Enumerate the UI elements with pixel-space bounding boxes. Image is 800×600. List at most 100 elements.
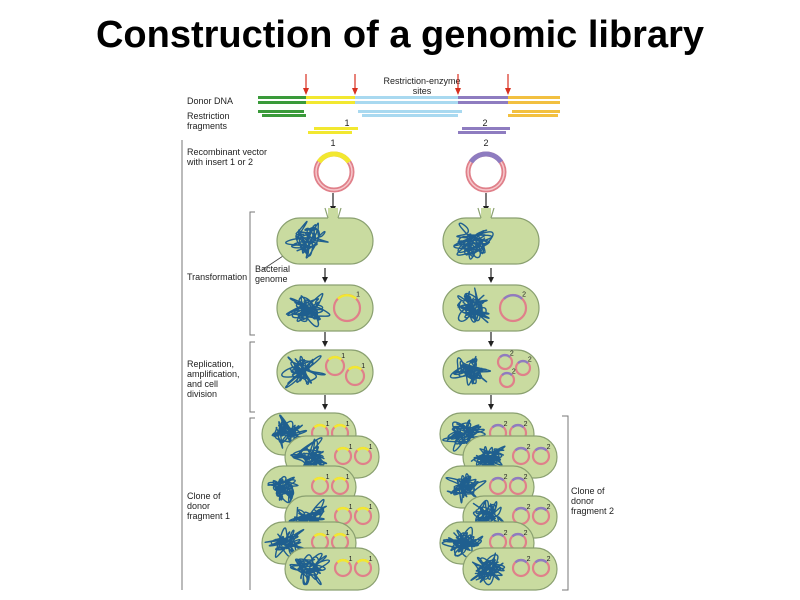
clone-cell-2-2-plasmid-1-label: 2 [524, 474, 528, 481]
cut-arrow-head-1 [352, 88, 358, 95]
clone-cell-2-1-genome [471, 445, 506, 472]
clone-cell-2-3-plasmid-0-label: 2 [527, 504, 531, 511]
fragment-strand-4 [358, 110, 462, 113]
clone-cell-1-5-genome [289, 552, 331, 586]
clone-cell-1-0-plasmid-0-label: 1 [326, 421, 330, 428]
fragment-number-2: 2 [482, 118, 487, 128]
clone-cell-1-2-genome [267, 476, 299, 504]
dna-top-strand-1 [306, 96, 355, 99]
clone-cell-2-1-plasmid-1-label: 2 [547, 444, 551, 451]
fragment-strand-8 [512, 110, 560, 113]
transform-cell-2-inlet [481, 208, 491, 222]
replicated-cell-1-genome [281, 355, 326, 389]
replicated-cell-1-plasmid-0-label: 1 [341, 353, 345, 360]
clone-cell-2-1-plasmid-1-insert [534, 446, 548, 452]
replicated-cell-1-plasmid-0-insert [327, 355, 343, 361]
recombinant-vector-label-1: Recombinant vector [187, 147, 267, 157]
dna-top-strand-2 [355, 96, 458, 99]
cell-with-plasmid-2: 2 [442, 284, 540, 332]
clone-cell-1-1-plasmid-1-label: 1 [369, 444, 373, 451]
clone1-label-2: donor [187, 501, 210, 511]
cell-with-plasmid-2-genome [457, 287, 490, 324]
clone-cell-1-0-plasmid-1-label: 1 [346, 421, 350, 428]
fragment-strand-5 [362, 114, 458, 117]
vector-1 [313, 151, 355, 193]
cell-with-plasmid-1-plasmid-0-label: 1 [356, 291, 360, 298]
transform-cell-2 [442, 207, 540, 265]
fragment-strand-2 [314, 127, 358, 130]
clone-cell-2-5-genome [470, 552, 506, 586]
vector-2 [465, 151, 507, 193]
clone-cell-1-5-plasmid-1-insert [356, 558, 370, 564]
fragment-strand-3 [308, 131, 352, 134]
clone-cell-1-2-plasmid-1-label: 1 [346, 474, 350, 481]
replicated-cell-2-plasmid-2-label: 2 [512, 369, 516, 376]
clone-cell-2-5-plasmid-1-insert [534, 558, 548, 564]
clone-cell-2-2-plasmid-1-insert [511, 476, 525, 482]
arrow-right-2-head [488, 341, 494, 347]
clone-cell-1-3-plasmid-0-label: 1 [349, 504, 353, 511]
clone-cell-2-0-plasmid-1-label: 2 [524, 421, 528, 428]
clone-cell-1-1-plasmid-0-label: 1 [349, 444, 353, 451]
fragment-number-1: 1 [344, 118, 349, 128]
arrow-right-1-head [488, 277, 494, 283]
clone-cell-2-1-plasmid-0-insert [514, 446, 528, 452]
cut-arrow-head-2 [455, 88, 461, 95]
clone-cell-1-5-plasmid-1-label: 1 [369, 556, 373, 563]
clone-cell-2-0-genome [442, 419, 486, 452]
arrow-left-3-head [322, 404, 328, 410]
dna-bottom-strand-3 [458, 101, 508, 104]
cell-with-plasmid-1-plasmid-0-insert [337, 294, 357, 300]
bacterial-genome-label-1: Bacterial [255, 264, 290, 274]
left-brackets [181, 140, 569, 591]
clone-cell-2-4-plasmid-1-insert [511, 532, 525, 538]
transform-cell-2-body [442, 217, 540, 265]
replicated-cell-2-plasmid-1-insert [517, 359, 529, 365]
cut-arrow-head-3 [505, 88, 511, 95]
cell-with-plasmid-1-genome [285, 293, 331, 328]
fragment-strand-9 [508, 114, 558, 117]
dna-top-strand-3 [458, 96, 508, 99]
cut-arrow-head-0 [303, 88, 309, 95]
dna-top-strand-0 [258, 96, 306, 99]
transformation-label: Transformation [187, 272, 247, 282]
clone-cell-2-1-plasmid-0-label: 2 [527, 444, 531, 451]
replicated-cell-1-plasmid-1-insert [347, 365, 363, 371]
replicated-cell-2-plasmid-0-insert [499, 353, 511, 359]
clone-cell-2-5-plasmid-0-insert [514, 558, 528, 564]
clone1-label-1: Clone of [187, 491, 221, 501]
donor-dna-strand [258, 96, 560, 104]
restriction-site-arrows [303, 74, 511, 95]
restriction-fragments-label-1: Restriction [187, 111, 230, 121]
clone-cell-1-0-plasmid-0-insert [313, 423, 327, 429]
clone-cell-2-5-plasmid-1-label: 2 [547, 556, 551, 563]
clone-cell-1-1-plasmid-0-insert [336, 446, 350, 452]
replicated-cell-2-plasmid-1-label: 2 [528, 357, 532, 364]
restriction-sites-label-2: sites [413, 86, 432, 96]
clone-cell-2-3-plasmid-1-label: 2 [547, 504, 551, 511]
dna-bottom-strand-0 [258, 101, 306, 104]
clone-cell-1-4-plasmid-0-insert [313, 532, 327, 538]
dna-top-strand-4 [508, 96, 560, 99]
clone-cell-2-5-plasmid-0-label: 2 [527, 556, 531, 563]
vector-1-insert [316, 151, 352, 164]
arrow-left-1-head [322, 277, 328, 283]
replication-label-4: division [187, 389, 217, 399]
arrow-right-3-head [488, 404, 494, 410]
clone-cell-1-3-plasmid-0-insert [336, 506, 350, 512]
clone-cell-2-4-plasmid-0-label: 2 [504, 530, 508, 537]
transform-cell-1-inlet-edges [324, 207, 342, 219]
clone2-label-3: fragment 2 [571, 506, 614, 516]
replication-label-3: and cell [187, 379, 218, 389]
replicated-cell-2-plasmid-0-label: 2 [510, 351, 514, 358]
replicated-cell-2-plasmid-2-insert [501, 371, 513, 377]
transform-cell-2-inlet-edges [477, 207, 495, 219]
replication-label-1: Replication, [187, 359, 234, 369]
clone-cell-2-5-body [462, 547, 558, 591]
fragment-strand-1 [262, 114, 306, 117]
clone-cell-2-3-plasmid-1-insert [534, 506, 548, 512]
